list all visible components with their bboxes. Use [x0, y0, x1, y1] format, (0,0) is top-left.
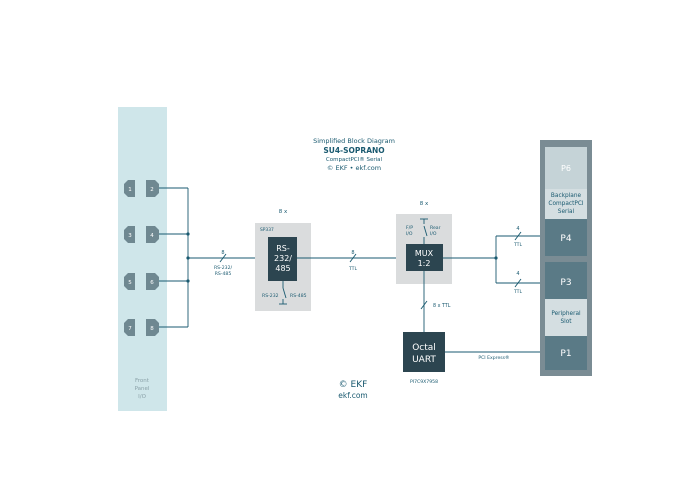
mux-switch-right-1: Rear: [430, 225, 441, 231]
mux-switch-left-2: I/O: [406, 231, 413, 237]
p3-connector: [545, 262, 587, 299]
transceiver-chip: SP337: [260, 227, 274, 233]
uart-bus-slash: [420, 300, 428, 310]
fp-bus-type-1: RS-232/: [214, 265, 233, 271]
peripheral-slot-area: [545, 299, 587, 336]
connector-8: 8: [146, 319, 159, 336]
header-line-3: CompactPCI® Serial: [326, 156, 383, 163]
connector-2-label: 2: [150, 187, 154, 193]
p1-label: P1: [560, 349, 571, 359]
mux-switch-right-2: I/O: [430, 231, 437, 237]
p3-bus-type: TTL: [513, 289, 523, 295]
p4-bus-slash: [514, 231, 522, 241]
connector-3: 3: [124, 226, 135, 243]
p4-label: P4: [560, 234, 571, 244]
footer-url: ekf.com: [338, 391, 367, 400]
connector-2: 2: [146, 180, 159, 197]
backplane-label-1: Backplane: [551, 193, 582, 199]
front-panel-label-1: Front: [135, 378, 150, 384]
p1-connector: [545, 336, 587, 370]
rs232-485-label-1: RS-: [276, 244, 290, 253]
transceiver-switch: [279, 281, 287, 305]
p3-bus-count: 4: [516, 271, 519, 277]
mux-rear-wiring: [443, 235, 556, 284]
connector-5: 5: [124, 273, 135, 290]
connector-6-label: 6: [150, 280, 154, 286]
connector-7-label: 7: [128, 326, 132, 332]
transceiver-multiplier: 8 x: [279, 209, 288, 215]
front-panel-label-3: I/O: [138, 394, 146, 400]
peripheral-slot-label-2: Slot: [560, 319, 572, 325]
connector-1: 1: [124, 180, 135, 197]
peripheral-slot-label-1: Peripheral: [551, 311, 581, 317]
transceiver-switch-left: RS-232: [262, 293, 279, 299]
p4-connector: [545, 219, 587, 256]
rs232-485-label-3: 485: [275, 264, 290, 273]
footer-logo: © EKF: [339, 380, 368, 390]
front-panel: [118, 107, 167, 411]
connector-8-label: 8: [150, 326, 154, 332]
mux-switch-left-1: F/P: [406, 225, 413, 231]
mux-block: [406, 244, 443, 271]
connector-6: 6: [146, 273, 159, 290]
front-panel-label-2: Panel: [135, 386, 150, 392]
p6-connector: [545, 147, 587, 189]
p3-label: P3: [560, 278, 571, 288]
p4-bus-count: 4: [516, 226, 519, 232]
octal-uart-chip: PI7C9X7958: [410, 379, 438, 385]
octal-uart-label-2: UART: [412, 355, 436, 365]
rs232-485-block: [268, 237, 297, 281]
p3-bus-slash: [514, 278, 522, 288]
p6-label: P6: [561, 164, 571, 173]
header-line-1: Simplified Block Diagram: [313, 137, 395, 145]
backplane-label-area: [545, 189, 587, 219]
front-panel-wiring: [159, 187, 265, 328]
ttl-bus-count: 8: [351, 250, 354, 256]
fp-bus-slash: [219, 253, 227, 263]
header-line-4: © EKF • ekf.com: [327, 164, 381, 172]
fp-bus-type-2: RS-485: [215, 271, 232, 277]
mux-label-1: MUX: [415, 249, 434, 258]
mux-label-2: 1:2: [418, 259, 431, 268]
fp-bus-count: 8: [221, 250, 224, 256]
octal-uart-block: [403, 332, 445, 372]
p4-bus-type: TTL: [513, 242, 523, 248]
rs232-485-label-2: 232/: [274, 254, 292, 263]
backplane-label-3: Serial: [558, 209, 575, 215]
transceiver-switch-right: RS-485: [290, 293, 307, 299]
header-line-2: SU4-SOPRANO: [323, 146, 384, 155]
mux-multiplier: 8 x: [420, 201, 429, 207]
backplane-label-2: CompactPCI: [548, 201, 583, 207]
ttl-bus-slash: [349, 253, 357, 263]
connector-4-label: 4: [150, 233, 154, 239]
mux-rear-junction: [494, 256, 498, 260]
octal-uart-label-1: Octal: [412, 343, 436, 353]
connector-7: 7: [124, 319, 135, 336]
front-panel-junctions: [186, 232, 190, 283]
pcie-label: PCI Express®: [478, 354, 509, 361]
connector-5-label: 5: [128, 280, 132, 286]
connector-4: 4: [146, 226, 159, 243]
uart-bus-label: 8 x TTL: [433, 303, 451, 309]
connector-3-label: 3: [128, 233, 132, 239]
connector-1-label: 1: [128, 187, 132, 193]
ttl-bus-type: TTL: [348, 266, 358, 272]
mux-switch: [420, 218, 428, 244]
